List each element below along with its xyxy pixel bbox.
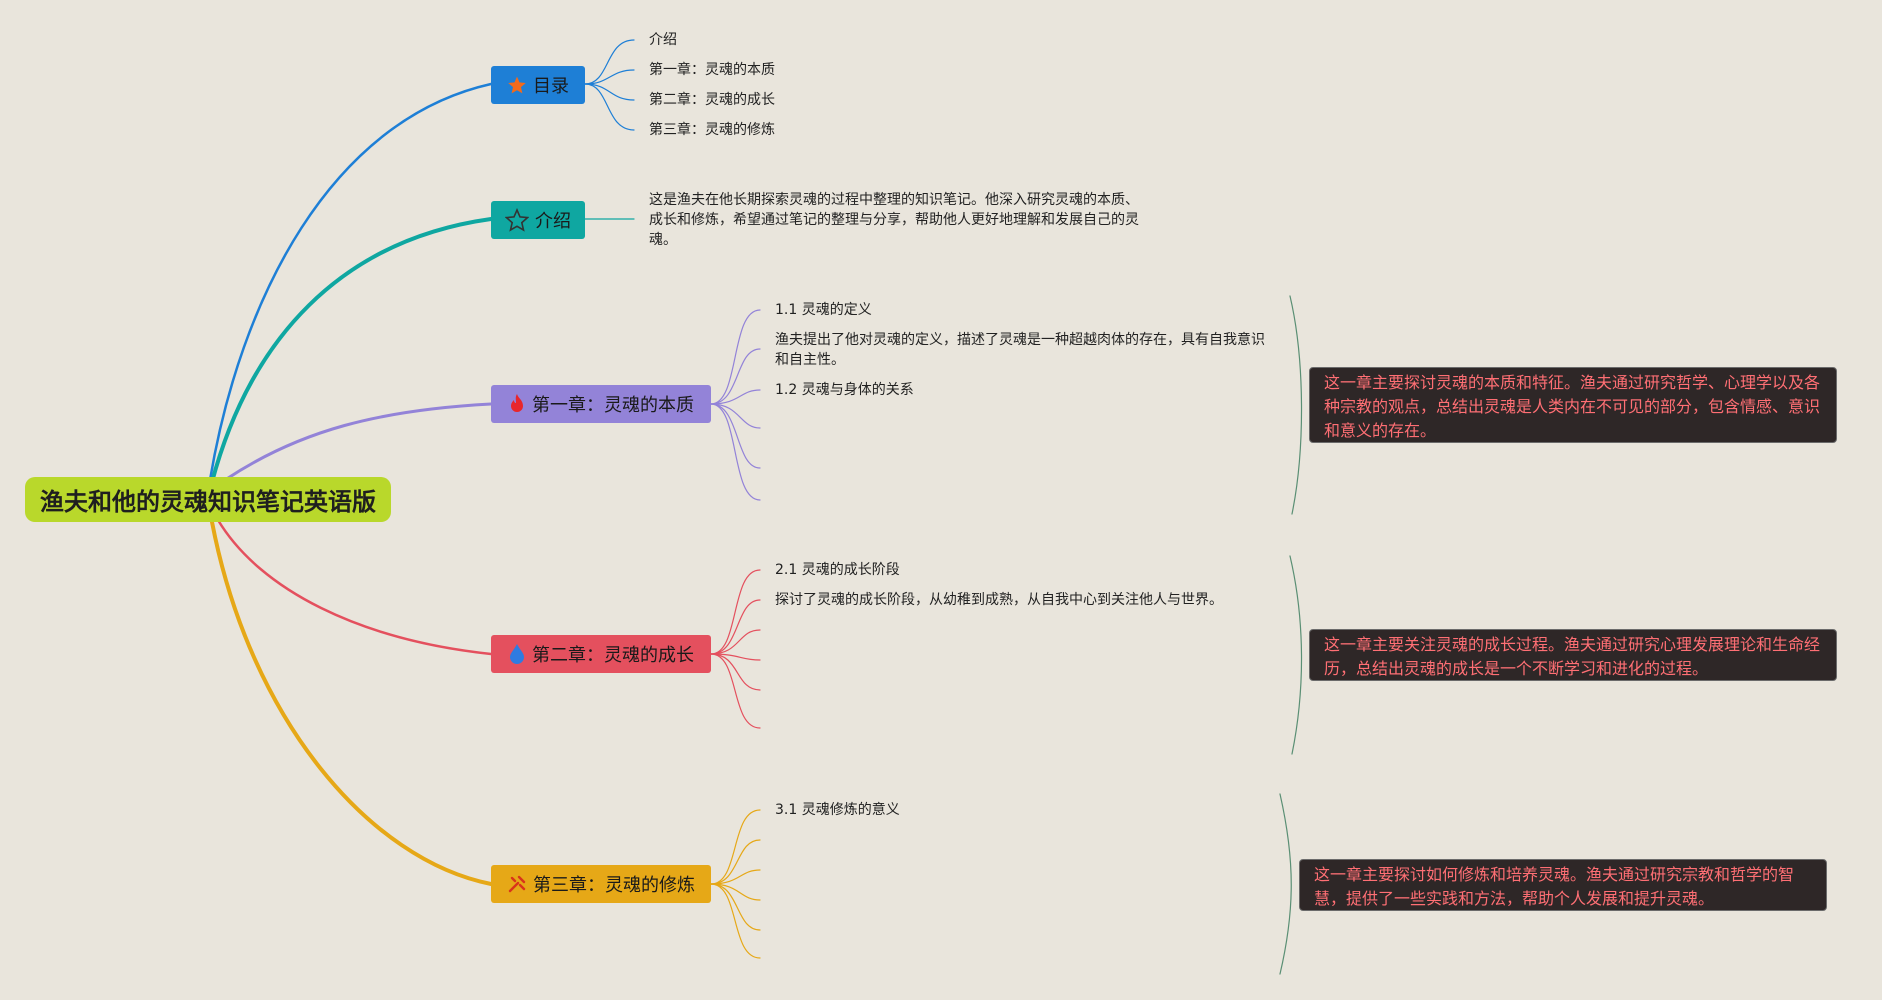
chapter1-item[interactable]: 渔夫提出了他对灵魂的定义，描述了灵魂是一种超越肉体的存在，具有自我意识和自主性。 (775, 332, 1265, 368)
link-root-intro (210, 217, 493, 484)
link-root-ch1 (223, 402, 493, 482)
branch-intro-label: 介绍 (535, 211, 571, 232)
intro-text[interactable]: 这是渔夫在他长期探索灵魂的过程中整理的知识笔记。他深入研究灵魂的本质、成长和修炼… (649, 192, 1139, 248)
fire-icon (508, 393, 526, 415)
toc-item[interactable]: 第三章：灵魂的修炼 (649, 122, 775, 138)
star-filled-icon (507, 75, 527, 95)
star-outline-icon (505, 208, 529, 232)
link-root-toc (208, 82, 493, 482)
chapter1-item[interactable]: 1.1 灵魂的定义 (775, 302, 872, 318)
branch-toc-label: 目录 (533, 76, 569, 97)
link-root-ch2 (216, 518, 493, 656)
tools-icon (507, 874, 527, 894)
branch-chapter2[interactable]: 第二章：灵魂的成长 (491, 635, 711, 673)
chapter2-item[interactable]: 2.1 灵魂的成长阶段 (775, 562, 900, 578)
branch-chapter2-label: 第二章：灵魂的成长 (532, 645, 694, 666)
chapter1-summary[interactable]: 这一章主要探讨灵魂的本质和特征。渔夫通过研究哲学、心理学以及各种宗教的观点，总结… (1309, 367, 1837, 443)
toc-item[interactable]: 介绍 (649, 32, 677, 48)
branch-intro[interactable]: 介绍 (491, 201, 585, 239)
bracket-ch2 (1289, 555, 1303, 755)
chapter1-item[interactable]: 1.2 灵魂与身体的关系 (775, 382, 914, 398)
bracket-ch3 (1279, 793, 1292, 975)
bracket-ch1 (1289, 295, 1303, 515)
chapter3-summary[interactable]: 这一章主要探讨如何修炼和培养灵魂。渔夫通过研究宗教和哲学的智慧，提供了一些实践和… (1299, 859, 1827, 911)
toc-item[interactable]: 第一章：灵魂的本质 (649, 62, 775, 78)
branch-chapter1[interactable]: 第一章：灵魂的本质 (491, 385, 711, 423)
branch-toc[interactable]: 目录 (491, 66, 585, 104)
branch-chapter1-label: 第一章：灵魂的本质 (532, 395, 694, 416)
chapter3-item[interactable]: 3.1 灵魂修炼的意义 (775, 802, 900, 818)
toc-item[interactable]: 第二章：灵魂的成长 (649, 92, 775, 108)
branch-chapter3[interactable]: 第三章：灵魂的修炼 (491, 865, 711, 903)
chapter2-item[interactable]: 探讨了灵魂的成长阶段，从幼稚到成熟，从自我中心到关注他人与世界。 (775, 592, 1223, 608)
root-title: 渔夫和他的灵魂知识笔记英语版 (40, 488, 376, 516)
root-topic[interactable]: 渔夫和他的灵魂知识笔记英语版 (25, 477, 391, 522)
drop-icon (508, 643, 526, 665)
chapter2-summary[interactable]: 这一章主要关注灵魂的成长过程。渔夫通过研究心理发展理论和生命经历，总结出灵魂的成… (1309, 629, 1837, 681)
branch-chapter3-label: 第三章：灵魂的修炼 (533, 875, 695, 896)
link-root-ch3 (210, 520, 493, 886)
